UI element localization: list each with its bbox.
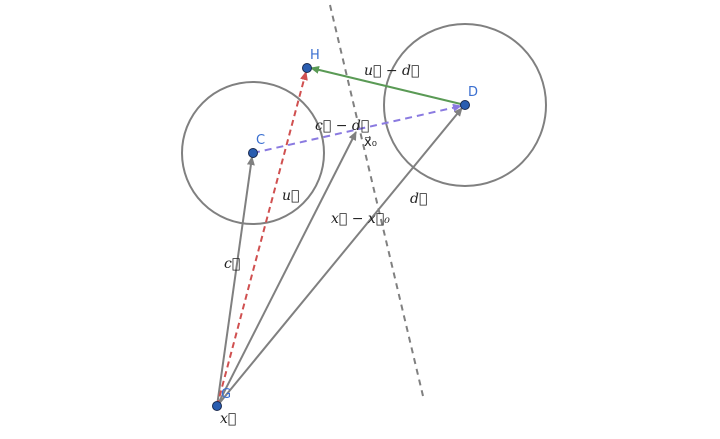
- label-c-minus-d: c⃗ − d⃗: [315, 118, 369, 134]
- circle-d[interactable]: [383, 23, 547, 187]
- label-c-vec: c⃗: [224, 256, 240, 272]
- label-d: d⃗: [410, 191, 427, 207]
- circle-c[interactable]: [181, 81, 325, 225]
- vector-u-minus-d[interactable]: [310, 65, 466, 106]
- point-c[interactable]: [248, 148, 258, 158]
- label-x0: x⃗₀: [364, 135, 377, 150]
- label-u-minus-d: u⃗ − d⃗: [364, 63, 419, 79]
- vector-u[interactable]: [216, 71, 308, 407]
- label-d: D: [468, 85, 478, 100]
- label-u: u⃗: [282, 188, 299, 204]
- point-h[interactable]: [302, 63, 312, 73]
- vector-x-minus-x0[interactable]: [216, 131, 357, 407]
- label-h: H: [310, 48, 320, 63]
- point-g[interactable]: [212, 401, 222, 411]
- label-g: G: [221, 387, 231, 402]
- label-c: C: [256, 133, 265, 148]
- vector-d[interactable]: [216, 107, 463, 407]
- vector-c[interactable]: [216, 156, 255, 407]
- label-x-minus-x0: x⃗ − x⃗₀: [331, 211, 390, 227]
- point-d[interactable]: [460, 100, 470, 110]
- label-x: x⃗: [220, 411, 236, 427]
- dashed-bisector-line[interactable]: [329, 4, 424, 397]
